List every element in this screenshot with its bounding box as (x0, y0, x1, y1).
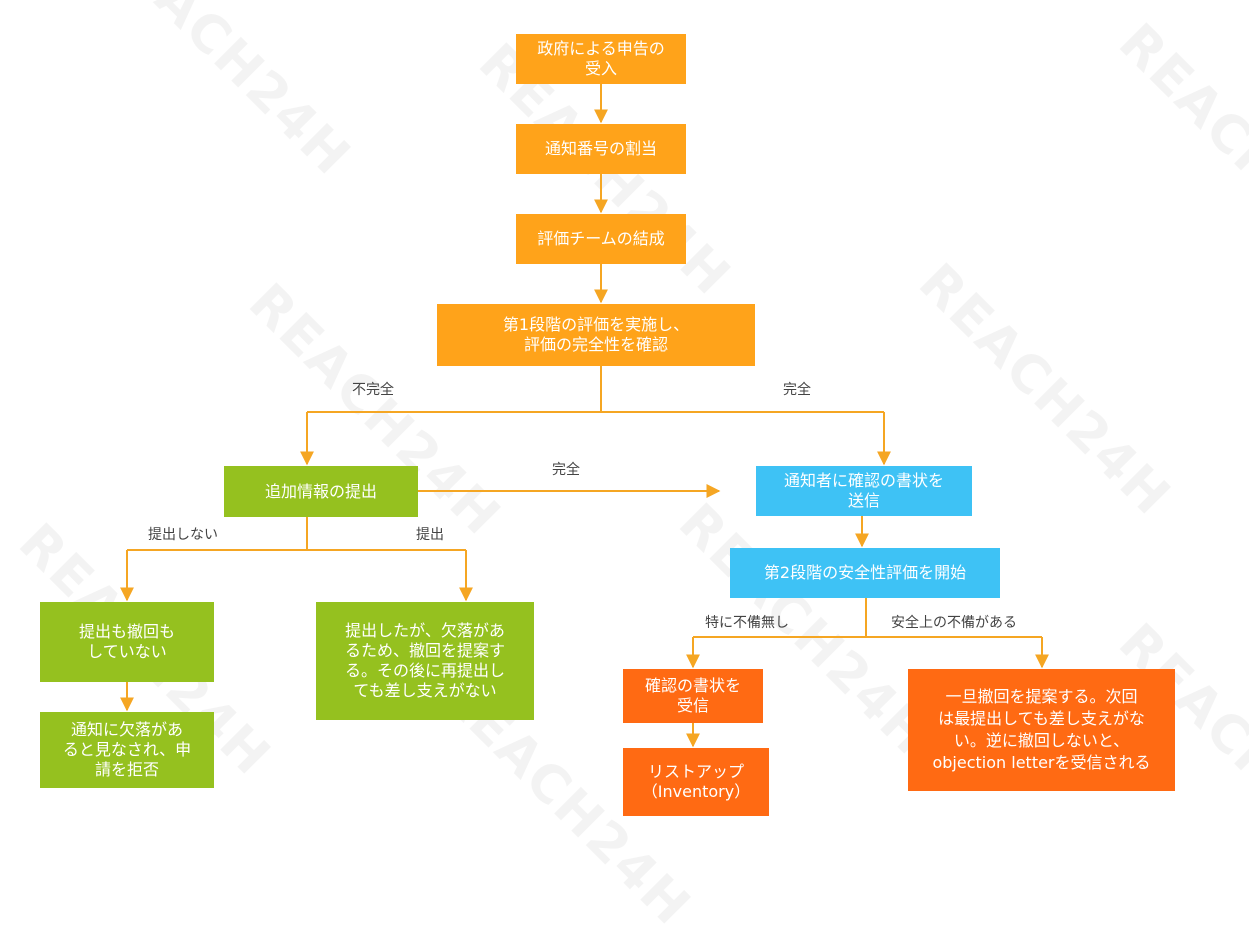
node-stage2-safety-evaluation: 第2段階の安全性評価を開始 (730, 548, 1000, 598)
edge-label-no-defect: 特に不備無し (705, 615, 789, 631)
node-stage1-evaluation: 第1段階の評価を実施し、 評価の完全性を確認 (437, 304, 755, 366)
node-submitted-with-gap: 提出したが、欠落があ るため、撤回を提案す る。その後に再提出し ても差し支えが… (316, 602, 534, 720)
node-listup-inventory: リストアップ （Inventory） (623, 748, 769, 816)
node-propose-withdrawal: 一旦撤回を提案する。次回 は最提出しても差し支えがな い。逆に撤回しないと、 o… (908, 669, 1175, 791)
edge-label-complete-mid: 完全 (552, 462, 580, 478)
node-receive-declaration: 政府による申告の 受入 (516, 34, 686, 84)
node-no-submit-no-withdraw: 提出も撤回も していない (40, 602, 214, 682)
node-receive-confirmation-letter: 確認の書状を 受信 (623, 669, 763, 723)
node-additional-info: 追加情報の提出 (224, 466, 418, 517)
edge-label-not-submitted: 提出しない (148, 527, 218, 543)
node-rejected: 通知に欠落があ ると見なされ、申 請を拒否 (40, 712, 214, 788)
edge-label-safety-defect: 安全上の不備がある (891, 615, 1017, 631)
edge-label-complete: 完全 (783, 382, 811, 398)
edge-label-submitted: 提出 (416, 527, 444, 543)
edge-label-incomplete: 不完全 (352, 382, 394, 398)
node-send-confirmation-letter: 通知者に確認の書状を 送信 (756, 466, 972, 516)
node-form-team: 評価チームの結成 (516, 214, 686, 264)
connectors (120, 84, 1049, 748)
node-assign-number: 通知番号の割当 (516, 124, 686, 174)
